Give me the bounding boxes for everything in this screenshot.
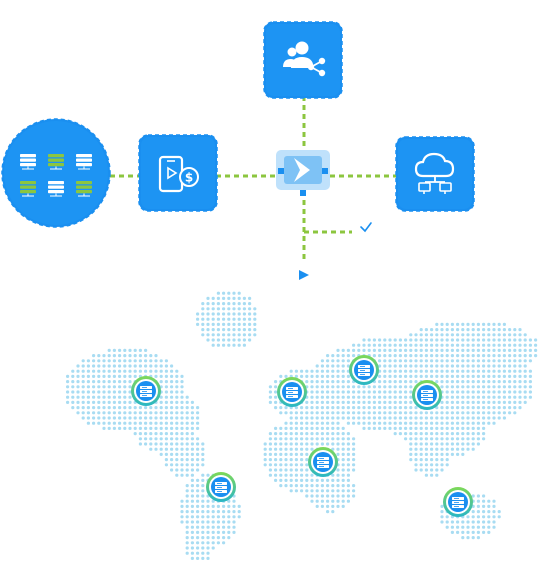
server-pin-western-europe[interactable] bbox=[277, 377, 307, 407]
server-icon bbox=[451, 496, 465, 509]
svg-text:$: $ bbox=[185, 171, 193, 185]
server-pin-africa[interactable] bbox=[308, 447, 338, 477]
server-location-pins bbox=[131, 355, 473, 517]
connector-lines bbox=[110, 96, 396, 260]
users-share-icon bbox=[283, 41, 326, 77]
server-farm-node[interactable] bbox=[1, 118, 111, 228]
mobile-payment-node[interactable]: $ bbox=[138, 134, 218, 212]
router-hub-node[interactable] bbox=[276, 150, 330, 196]
world-map bbox=[66, 291, 538, 561]
cloud-network-node[interactable] bbox=[395, 136, 475, 212]
check-icon bbox=[360, 222, 372, 233]
server-pin-east-asia[interactable] bbox=[412, 380, 442, 410]
server-pin-south-america[interactable] bbox=[206, 472, 236, 502]
server-rack-grid-icon bbox=[20, 154, 92, 197]
forward-arrow-hub-icon bbox=[278, 158, 328, 196]
server-icon bbox=[420, 389, 434, 402]
server-icon bbox=[139, 385, 153, 398]
server-pin-north-america[interactable] bbox=[131, 376, 161, 406]
cloud-network-icon bbox=[414, 152, 455, 194]
mobile-payment-icon: $ bbox=[158, 155, 199, 193]
server-icon bbox=[285, 386, 299, 399]
play-icon bbox=[299, 270, 309, 280]
server-icon bbox=[357, 364, 371, 377]
server-icon bbox=[214, 481, 228, 494]
users-share-node[interactable] bbox=[263, 21, 343, 99]
server-icon bbox=[316, 456, 330, 469]
server-pin-australia[interactable] bbox=[443, 487, 473, 517]
server-pin-russia[interactable] bbox=[349, 355, 379, 385]
